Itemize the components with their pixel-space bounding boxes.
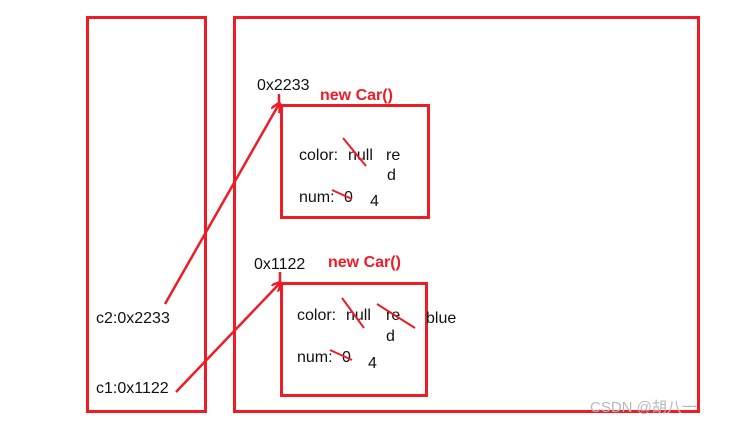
- object-constructor-0x1122: new Car(): [328, 254, 401, 271]
- field-color-label-0x2233: color:: [299, 147, 339, 164]
- field-color-mid-value-line1-0x1122: re: [386, 307, 401, 324]
- field-num-new-value-0x2233: 4: [370, 193, 379, 210]
- stack-frame: [86, 16, 207, 413]
- object-constructor-0x2233: new Car(): [320, 87, 393, 104]
- field-num-label-0x2233: num:: [299, 189, 335, 206]
- field-color-new-value-line2-0x2233: d: [387, 167, 396, 184]
- field-color-new-value-0x1122: blue: [426, 310, 457, 327]
- field-color-mid-value-line2-0x1122: d: [386, 328, 395, 345]
- field-color-old-value-0x1122: null: [346, 307, 371, 324]
- car-object-box-0x1122: [280, 282, 428, 397]
- car-object-box-0x2233: [280, 104, 430, 219]
- object-address-0x1122: 0x1122: [254, 256, 306, 273]
- field-num-old-value-0x2233: 0: [344, 189, 353, 206]
- csdn-watermark: CSDN @胡八一: [590, 399, 697, 416]
- field-color-label-0x1122: color:: [297, 307, 337, 324]
- field-num-new-value-0x1122: 4: [368, 355, 377, 372]
- stack-var-c2: c2:0x2233: [96, 310, 170, 327]
- object-address-0x2233: 0x2233: [257, 77, 310, 94]
- field-num-old-value-0x1122: 0: [342, 349, 351, 366]
- stack-var-c1: c1:0x1122: [96, 380, 169, 397]
- field-num-label-0x1122: num:: [297, 349, 333, 366]
- field-color-new-value-line1-0x2233: re: [386, 147, 401, 164]
- field-color-old-value-0x2233: null: [348, 147, 373, 164]
